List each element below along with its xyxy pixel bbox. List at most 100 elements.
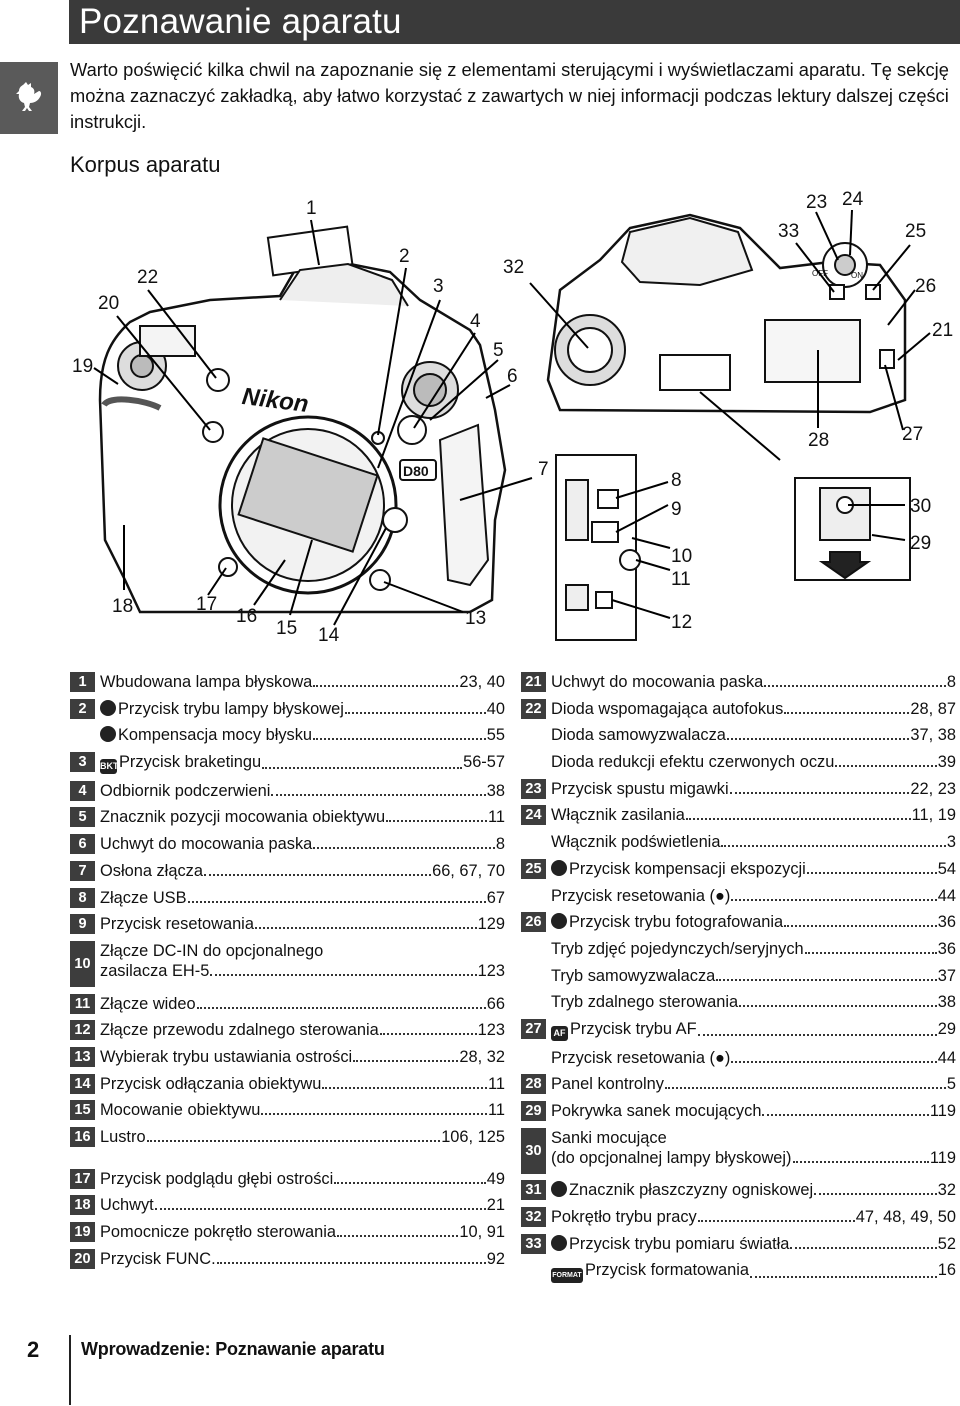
item-text: Panel kontrolny <box>551 1075 664 1094</box>
page-reference: 39 <box>937 753 956 772</box>
callout-19: 19 <box>72 356 93 377</box>
item-text: Przycisk kompensacji ekspozycji <box>569 859 806 878</box>
leader-dots <box>716 966 937 981</box>
page-reference: 28, 87 <box>910 699 956 718</box>
callout-9: 9 <box>671 499 682 520</box>
page-reference: 52 <box>937 1234 956 1253</box>
item-text: Znacznik płaszczyzny ogniskowej <box>569 1181 814 1200</box>
item-number: 19 <box>70 1222 95 1243</box>
section-tab <box>0 62 58 134</box>
model-badge: D80 <box>403 463 429 479</box>
item-number: 31 <box>521 1180 546 1201</box>
item-text: Złącze wideo <box>100 994 196 1013</box>
flash-compensation-icon <box>100 726 116 743</box>
leader-dots <box>210 961 477 976</box>
item-number: 27 <box>521 1018 546 1039</box>
page-reference: 32 <box>937 1181 956 1200</box>
item-label: Przycisk FUNC. <box>100 1249 216 1269</box>
item-text: Włącznik podświetlenia <box>551 833 721 852</box>
leader-dots <box>726 725 910 741</box>
callout-2: 2 <box>399 246 410 267</box>
item-number: 7 <box>70 860 95 881</box>
item-text: Uchwyt do mocowania paska <box>551 673 764 691</box>
item-number: 30 <box>521 1127 546 1174</box>
item-number <box>521 1048 546 1068</box>
item-label: Dioda wspomagająca autofokus <box>551 699 783 719</box>
item-text: Uchwyt <box>100 1196 154 1215</box>
callout-12: 12 <box>671 612 692 633</box>
item-entry: Znacznik płaszczyzny ogniskowej 32 <box>551 1180 956 1200</box>
item-number: 21 <box>521 672 546 692</box>
item-text: Dioda redukcji efektu czerwonych oczu <box>551 753 835 772</box>
item-body: Przycisk kompensacji ekspozycji 54 <box>551 859 956 879</box>
page-reference: 67 <box>486 888 505 907</box>
item-label: Złącze USB <box>100 888 187 908</box>
item-number: 9 <box>70 914 95 935</box>
item-number: 29 <box>521 1101 546 1121</box>
item-label: Wybierak trybu ustawiania ostrości <box>100 1047 352 1067</box>
item-body: Znacznik płaszczyzny ogniskowej 32 <box>551 1180 956 1200</box>
item-text: Przycisk resetowania (●) <box>551 1048 731 1067</box>
page-reference: 36 <box>937 939 956 958</box>
item-number <box>521 886 546 906</box>
page-reference: 28, 32 <box>459 1047 505 1066</box>
page-reference: 11 <box>487 808 505 827</box>
item-number: 1 <box>70 672 95 692</box>
page-reference: 66 <box>486 994 505 1013</box>
item-number <box>521 1260 546 1280</box>
page-reference: 92 <box>486 1249 505 1268</box>
item-text: (do opcjonalnej lampy błyskowej) <box>551 1148 792 1167</box>
leader-dots <box>203 861 432 876</box>
leader-lines <box>93 209 931 626</box>
item-number: 3 <box>70 752 95 773</box>
item-entry: Przycisk FUNC. 92 <box>100 1249 505 1269</box>
leader-dots <box>154 1195 486 1211</box>
page-reference: 54 <box>937 859 956 878</box>
page-reference: 11 <box>487 1101 505 1120</box>
item-text: Przycisk FUNC. <box>100 1249 216 1268</box>
page-reference: 36 <box>937 913 956 932</box>
item-label: Lustro <box>100 1127 146 1147</box>
item-text: Przycisk odłączania obiektywu <box>100 1074 322 1093</box>
item-number: 26 <box>521 912 546 933</box>
item-entry: Przycisk resetowania (●)44 <box>551 886 956 906</box>
item-number: 18 <box>70 1195 95 1216</box>
item-entry: Dioda wspomagająca autofokus 28, 87 <box>551 699 956 719</box>
leader-dots <box>731 886 937 901</box>
item-label: Przycisk podglądu głębi ostrości <box>100 1169 333 1189</box>
item-number: 25 <box>521 858 546 879</box>
item-text: Złącze przewodu zdalnego sterowania <box>100 1021 379 1040</box>
item-number <box>70 725 95 745</box>
page-reference: 23, 40 <box>459 673 505 691</box>
callout-26: 26 <box>915 276 936 297</box>
item-label: Tryb zdalnego sterowania <box>551 992 738 1012</box>
page-reference: 10, 91 <box>459 1223 505 1242</box>
